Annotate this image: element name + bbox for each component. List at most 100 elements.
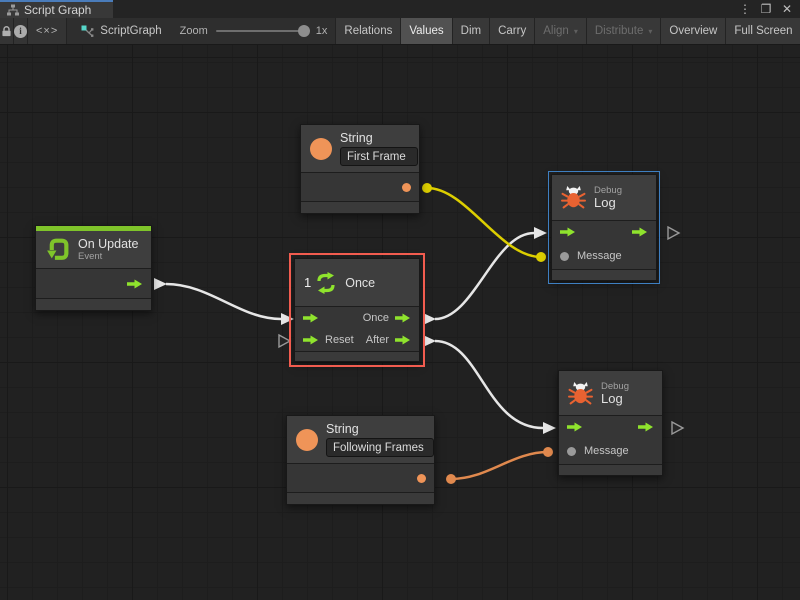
chevron-down-icon: ▾ [648,26,653,36]
string-output-port[interactable] [402,182,411,192]
node-footer [301,201,419,213]
info-icon: i [14,24,27,38]
wire-once-debugtop [434,231,535,321]
graph-breadcrumb[interactable]: ScriptGraph [67,18,171,44]
lock-button[interactable] [0,18,14,44]
node-debug-log-top[interactable]: Debug Log Message [548,171,660,284]
wire-string-first-message [426,186,542,259]
window-controls: ⋮ ❐ ✕ [738,0,800,18]
maximize-button[interactable]: ❐ [760,2,772,16]
zoom-control: Zoom 1x [172,18,336,44]
string-type-icon [310,137,332,160]
wire-endpoint-dot [446,474,456,484]
toolbar-button-overview[interactable]: Overview [660,18,726,44]
once-cycle-icon [317,271,335,294]
graph-hierarchy-icon [7,4,19,16]
message-input-port[interactable] [560,251,569,261]
node-title: String [340,131,373,145]
lock-icon [2,25,11,36]
string-value-input[interactable] [340,147,418,166]
flow-input-port[interactable] [560,227,576,237]
flow-input-port[interactable] [567,422,583,432]
node-subtitle: Event [78,251,103,262]
toolbar-button-relations[interactable]: Relations [335,18,401,44]
node-subtitle: Debug [594,185,622,196]
code-breadcrumb-button[interactable]: <×> [28,18,68,44]
port-label-after: After [365,334,389,346]
wire-arrowhead [534,227,547,239]
wire-source-arrow [423,335,436,347]
zoom-slider[interactable] [215,25,310,37]
bug-icon [561,186,586,209]
wire-endpoint-dot [536,252,546,262]
toolbar-button-values[interactable]: Values [400,18,452,44]
flow-output-port[interactable] [638,422,654,432]
zoom-label: Zoom [179,25,208,37]
wire-onupdate-once [165,282,282,321]
node-once[interactable]: 1 Once Once [289,253,425,367]
node-footer [287,492,434,504]
unconnected-stub-reset[interactable] [278,333,292,349]
flow-output-port[interactable] [127,279,143,289]
wire-endpoint-dot [543,447,553,457]
node-debug-log-bottom[interactable]: Debug Log Message [558,370,663,476]
wire-once-debugbottom [434,339,544,430]
graph-breadcrumb-label: ScriptGraph [100,25,162,37]
node-title: Log [594,195,616,210]
wire-arrowhead [543,422,556,434]
window-tab-bar: Script Graph ⋮ ❐ ✕ [0,0,800,18]
node-footer [295,351,419,361]
node-title: Log [601,390,623,406]
zoom-value: 1x [315,25,328,37]
chevron-down-icon: ▾ [573,26,578,36]
toolbar-button-dim[interactable]: Dim [451,18,490,44]
port-label-message: Message [577,250,622,262]
node-subtitle: Debug [601,380,629,392]
node-string-following-frames[interactable]: String [286,415,435,505]
wire-arrowhead [281,313,294,325]
node-title: String [326,422,359,436]
toolbar-button-align[interactable]: Align ▾ [534,18,586,44]
toolbar-button-carry[interactable]: Carry [489,18,535,44]
graph-canvas[interactable]: On Update Event String 1 [0,45,800,600]
node-footer [559,464,662,475]
tab-script-graph[interactable]: Script Graph [0,0,113,18]
port-label-once: Once [362,312,389,324]
on-update-loop-icon [47,238,69,260]
node-title: On Update [78,237,139,251]
node-title: Once [345,275,376,290]
port-label-message: Message [584,445,629,457]
node-string-first-frame[interactable]: String [300,124,420,214]
wire-source-arrow [423,313,436,325]
zoom-slider-handle[interactable] [297,25,310,37]
flow-input-port[interactable] [303,313,319,323]
string-output-port[interactable] [417,473,426,483]
event-accent-bar [36,226,151,231]
string-value-input[interactable] [326,438,434,457]
flow-output-port-once[interactable] [395,313,411,323]
node-footer [552,269,656,280]
toolbar-button-distribute[interactable]: Distribute ▾ [585,18,661,44]
close-button[interactable]: ✕ [781,2,793,16]
script-graph-icon [81,25,94,37]
wire-string-following-message [450,450,549,481]
node-footer [36,298,151,310]
port-label-reset: Reset [325,334,354,346]
message-input-port[interactable] [567,446,576,456]
toolbar-toggle-group: Relations Values Dim Carry Align ▾ Distr… [335,18,800,44]
flow-input-port-reset[interactable] [303,335,319,345]
window-menu-button[interactable]: ⋮ [739,2,751,16]
unconnected-stub-debugbottom-exit[interactable] [671,420,685,436]
graph-toolbar: i <×> ScriptGraph Zoom 1x Relations Valu… [0,18,800,45]
unconnected-stub-debugtop-exit[interactable] [667,225,681,241]
node-on-update[interactable]: On Update Event [35,225,152,311]
once-counter: 1 [304,275,312,290]
bug-icon [568,381,593,404]
wire-source-arrow [154,278,167,290]
flow-output-port-after[interactable] [395,335,411,345]
flow-output-port[interactable] [632,227,648,237]
info-button[interactable]: i [14,18,28,44]
toolbar-button-fullscreen[interactable]: Full Screen [725,18,800,44]
string-type-icon [296,428,318,451]
tab-title: Script Graph [24,3,92,17]
